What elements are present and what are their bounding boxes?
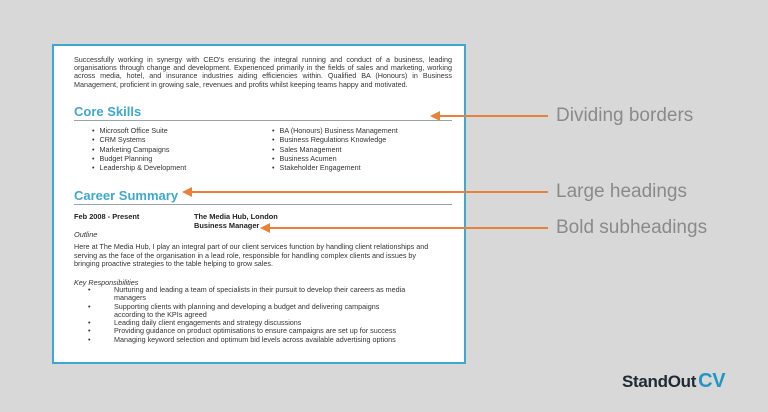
skill-item: BA (Honours) Business Management: [272, 126, 398, 135]
list-item: Supporting clients with planning and dev…: [88, 302, 408, 320]
arrowhead-icon: [430, 111, 440, 121]
job-header: The Media Hub, London Business Manager: [194, 212, 278, 230]
job-outline: Here at The Media Hub, I play an integra…: [74, 242, 429, 269]
callout-bold-subheadings: Bold subheadings: [556, 217, 708, 238]
job-employer: The Media Hub, London: [194, 212, 278, 221]
list-item: Leading daily client engagements and str…: [88, 318, 408, 327]
responsibilities-list: Nurturing and leading a team of speciali…: [88, 285, 408, 344]
logo-name: StandOut: [622, 372, 697, 391]
responsibilities-label: Key Responsibilities: [74, 278, 139, 287]
skill-item: Stakeholder Engagement: [272, 163, 398, 172]
list-item: Nurturing and leading a team of speciali…: [88, 285, 408, 303]
arrowhead-icon: [182, 187, 192, 197]
skills-list-right: BA (Honours) Business Management Busines…: [272, 126, 398, 172]
job-title: Business Manager: [194, 221, 260, 230]
callout-large-headings: Large headings: [556, 181, 687, 202]
cv-page: Successfully working in synergy with CEO…: [52, 44, 466, 364]
skill-item: Marketing Campaigns: [92, 145, 186, 154]
outline-label: Outline: [74, 230, 98, 239]
career-summary-divider: [74, 204, 452, 205]
job-dates: Feb 2008 - Present: [74, 212, 140, 221]
skill-item: Business Acumen: [272, 154, 398, 163]
profile-summary: Successfully working in synergy with CEO…: [74, 55, 452, 89]
skill-item: Business Regulations Knowledge: [272, 135, 398, 144]
skill-item: CRM Systems: [92, 135, 186, 144]
core-skills-heading: Core Skills: [74, 104, 142, 119]
skills-list-left: Microsoft Office Suite CRM Systems Marke…: [92, 126, 187, 172]
logo-suffix: CV: [698, 370, 726, 392]
list-item: Providing guidance on product optimisati…: [88, 327, 408, 336]
arrowhead-icon: [260, 223, 270, 233]
skill-item: Microsoft Office Suite: [92, 126, 186, 135]
list-item: Managing keyword selection and optimum b…: [88, 335, 408, 344]
callout-dividing-borders: Dividing borders: [556, 105, 694, 126]
career-summary-heading: Career Summary: [74, 188, 179, 203]
core-skills-divider: [74, 120, 452, 121]
skill-item: Budget Planning: [92, 154, 186, 163]
skill-item: Leadership & Development: [92, 163, 187, 172]
skill-item: Sales Management: [272, 145, 398, 154]
